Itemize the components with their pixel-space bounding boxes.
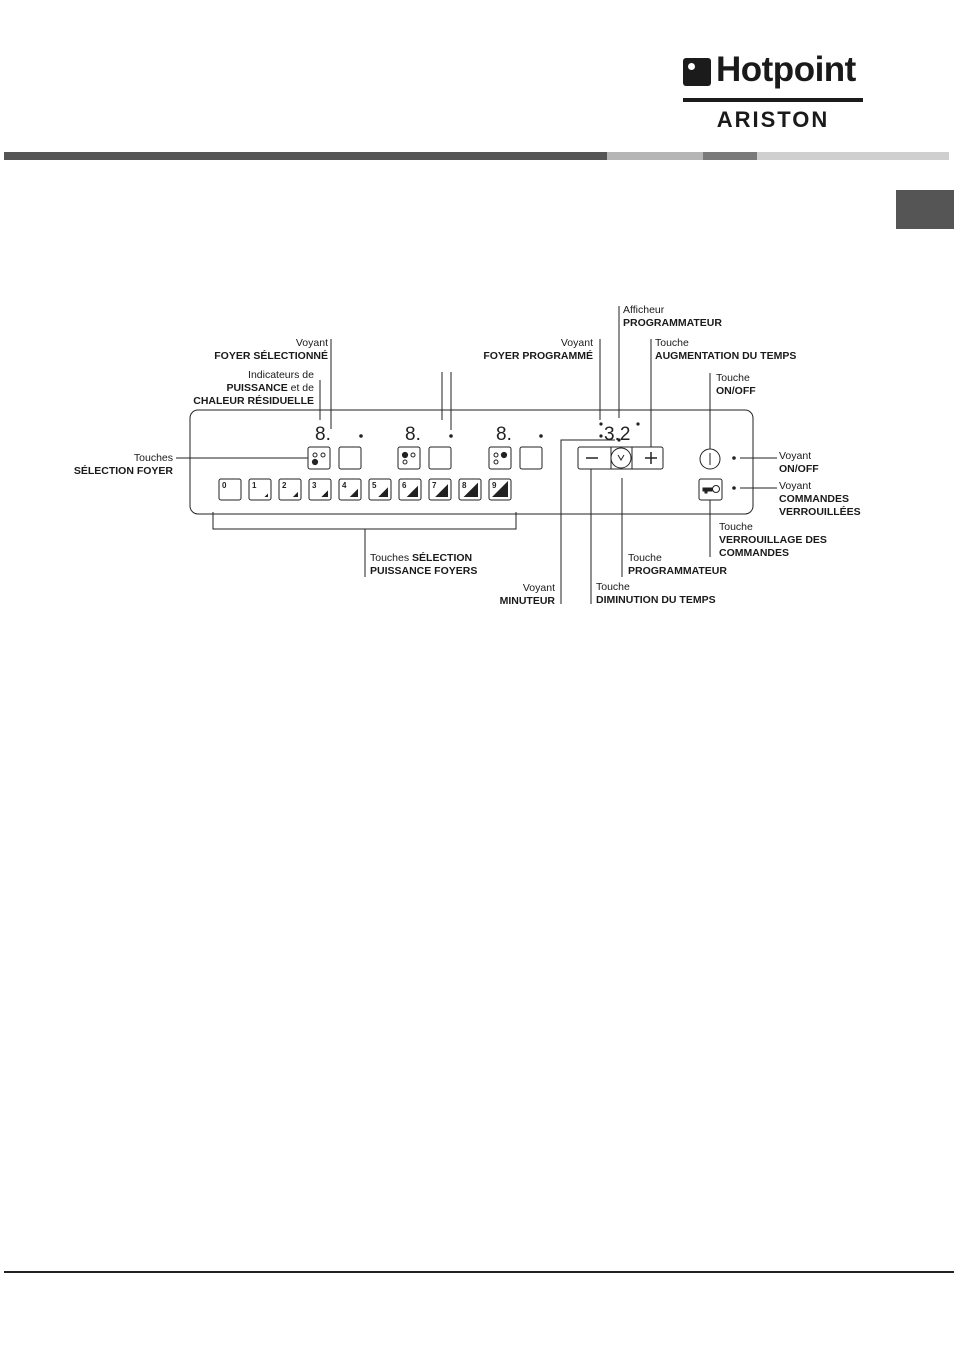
power-level-icon [435,484,448,497]
power-key-5[interactable]: 5 [368,478,392,501]
power-key-0[interactable]: 0 [218,478,242,501]
header-band-mid [703,152,757,160]
power-level-icon [378,487,388,497]
timer-select-button [610,447,632,469]
hob-display-3: 8. [496,424,512,445]
minuteur-led [617,438,621,442]
power-level-icon [463,482,478,497]
hob-select-key-1 [307,446,331,470]
brand-divider [683,98,863,102]
timer-program-led [636,422,640,426]
header-band-light [607,152,703,160]
power-key-label: 3 [312,481,317,490]
header-band-dark [4,152,607,160]
power-key-label: 0 [222,481,227,490]
power-level-icon [349,488,358,497]
power-key-8[interactable]: 8 [458,478,482,501]
lock-led [732,486,736,490]
chevron-down-icon [617,454,625,461]
hob-select-key-2 [397,446,421,470]
power-level-icon [292,491,298,497]
power-key-6[interactable]: 6 [398,478,422,501]
footer-divider [4,1271,954,1273]
onoff-led [732,456,736,460]
power-key-label: 2 [282,481,287,490]
power-key-label: 9 [492,481,497,490]
power-key-4[interactable]: 4 [338,478,362,501]
power-key-label: 8 [462,481,467,490]
hob-panel-outline [189,409,754,515]
power-level-icon [406,485,418,497]
hob-select-key-3 [488,446,512,470]
hob-program-led-3 [539,434,543,438]
power-level-icon [321,490,328,497]
power-key-1[interactable]: 1 [248,478,272,501]
power-key-label: 6 [402,481,407,490]
timer-control-group [577,446,664,470]
timer-led-bottom [599,434,603,438]
hob-program-key-2 [428,446,452,470]
power-keys-row: 0 1 2 3 4 5 6 7 8 9 [218,478,512,501]
language-tab-marker [896,190,954,229]
brand-logo-icon [683,58,711,86]
key-icon [702,485,720,494]
power-key-label: 4 [342,481,347,490]
power-level-icon [264,493,268,497]
power-key-2[interactable]: 2 [278,478,302,501]
hob-display-1: 8. [315,424,331,445]
power-key-7[interactable]: 7 [428,478,452,501]
power-key-9[interactable]: 9 [488,478,512,501]
power-key-label: 1 [252,481,257,490]
hob-program-led-2 [449,434,453,438]
power-level-icon [492,481,508,497]
brand-subname: ARISTON [716,107,830,132]
timer-led-top [599,422,603,426]
hob-program-key-3 [519,446,543,470]
hob-display-2: 8. [405,424,421,445]
power-key-label: 5 [372,481,377,490]
power-key-3[interactable]: 3 [308,478,332,501]
hob-program-key-1 [338,446,362,470]
timer-display: 3.2 [604,424,630,445]
header-band-pale [757,152,949,160]
brand-name: Hotpoint [716,50,856,89]
power-key-label: 7 [432,481,437,490]
hob-program-led-1 [359,434,363,438]
